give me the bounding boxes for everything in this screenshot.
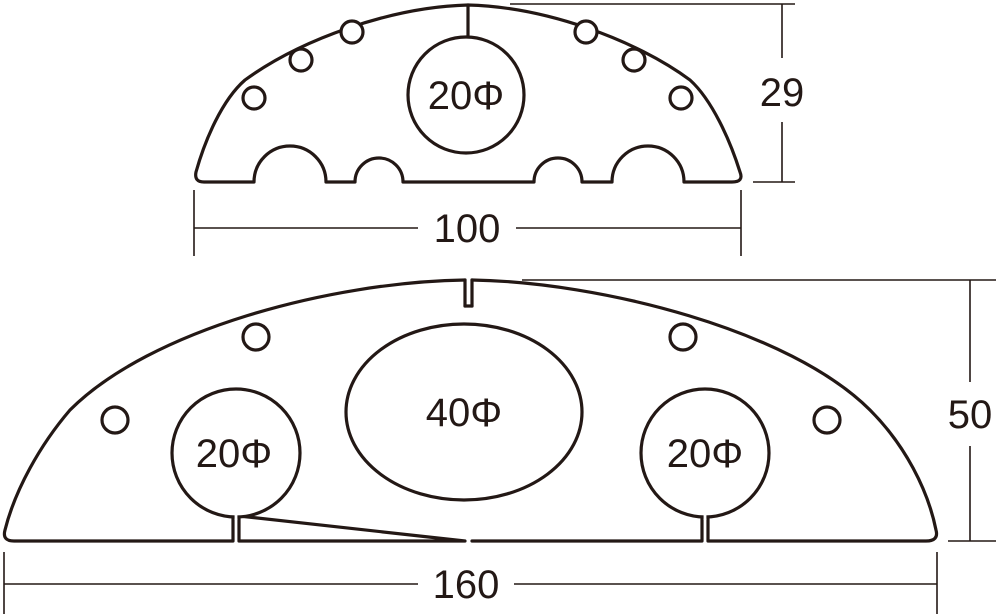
bump [668, 85, 694, 111]
large-center-hole-label: 40Φ [426, 391, 502, 435]
large-profile-right-half [470, 278, 939, 543]
large-left-hole-label: 20Φ [196, 432, 272, 476]
bump [100, 405, 130, 435]
bump [241, 322, 271, 352]
bump [621, 47, 647, 73]
small-hole [406, 35, 526, 155]
bump [812, 405, 842, 435]
small-profile-outline [194, 3, 743, 184]
bump [241, 85, 267, 111]
large-width-dimension: 160 [3, 552, 938, 614]
bump [668, 322, 698, 352]
slit-gap [234, 514, 238, 520]
small-hole-label: 20Φ [428, 74, 504, 118]
large-profile-bumps [100, 322, 842, 435]
small-profile: 20Φ 100 29 [193, 3, 805, 256]
slit-gap [703, 514, 707, 520]
large-profile-left-half [2, 278, 467, 543]
small-profile-bumps [241, 19, 694, 111]
large-center-hole [344, 322, 584, 502]
bump [339, 19, 365, 45]
large-profile: 40Φ 20Φ 20Φ 160 50 [2, 278, 996, 614]
large-width-label: 160 [433, 563, 500, 607]
large-height-dimension: 50 [522, 279, 996, 542]
bump [573, 19, 599, 45]
large-right-hole-label: 20Φ [667, 432, 743, 476]
small-height-label: 29 [760, 71, 805, 115]
small-width-dimension: 100 [193, 190, 742, 256]
small-width-label: 100 [434, 207, 501, 251]
large-height-label: 50 [948, 393, 993, 437]
bump [288, 47, 314, 73]
small-height-dimension: 29 [510, 3, 805, 183]
